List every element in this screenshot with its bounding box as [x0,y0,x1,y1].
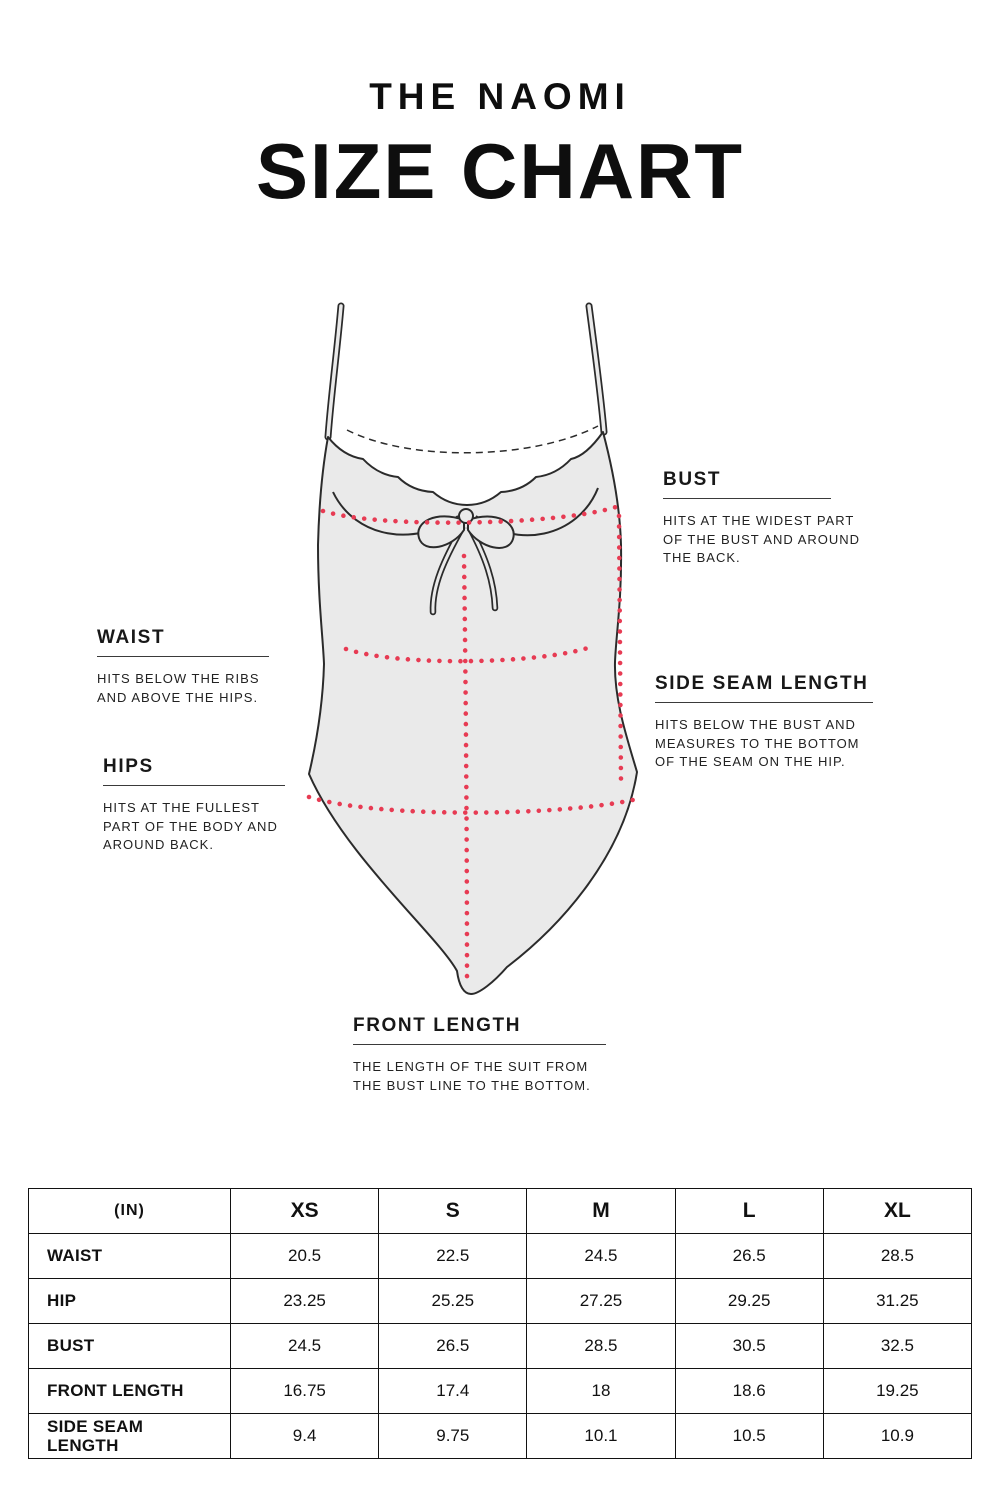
measurement-value-cell: 10.1 [526,1413,676,1459]
measurement-value-cell: 24.5 [229,1323,380,1369]
measurement-value-cell: 23.25 [229,1278,380,1324]
size-header-cell: L [674,1188,824,1234]
measurement-label-cell: HIP [28,1278,231,1324]
measurement-value-cell: 16.75 [229,1368,380,1414]
suit-body [308,431,638,995]
annotation-hips-rule [103,785,285,786]
measurement-value-cell: 10.5 [674,1413,824,1459]
measurement-value-cell: 10.9 [822,1413,973,1459]
annotation-hips: HIPS HITS AT THE FULLEST PART OF THE BOD… [103,756,285,855]
annotation-bust-title: BUST [663,469,722,490]
measurement-value-cell: 18 [526,1368,676,1414]
measurement-value-cell: 19.25 [822,1368,973,1414]
measurement-value-cell: 9.75 [378,1413,528,1459]
measurement-value-cell: 20.5 [229,1233,380,1279]
annotation-bust: BUST HITS AT THE WIDEST PART OF THE BUST… [663,469,861,568]
measurement-value-cell: 28.5 [526,1323,676,1369]
annotation-side-seam-rule [655,702,873,703]
left-strap-inner [326,304,343,439]
annotation-front-length-desc: THE LENGTH OF THE SUIT FROM THE BUST LIN… [353,1059,591,1093]
annotation-hips-title: HIPS [103,756,154,777]
measurement-value-cell: 26.5 [674,1233,824,1279]
annotation-bust-desc: HITS AT THE WIDEST PART OF THE BUST AND … [663,513,861,565]
annotation-side-seam: SIDE SEAM LENGTH HITS BELOW THE BUST AND… [655,673,873,772]
measurement-value-cell: 30.5 [674,1323,824,1369]
product-name: THE NAOMI [369,76,631,117]
measurement-value-cell: 22.5 [378,1233,528,1279]
size-header-cell: M [526,1188,676,1234]
side-seam-measure-line [616,513,624,785]
measurement-value-cell: 26.5 [378,1323,528,1369]
annotation-front-length: FRONT LENGTH THE LENGTH OF THE SUIT FROM… [353,1015,606,1095]
size-header-cell: XS [229,1188,380,1234]
annotation-front-length-title: FRONT LENGTH [353,1015,522,1036]
measurement-value-cell: 27.25 [526,1278,676,1324]
measurement-label-cell: SIDE SEAM LENGTH [28,1413,231,1459]
unit-header-cell: (IN) [28,1188,231,1234]
measurement-label-cell: WAIST [28,1233,231,1279]
bust-measure-line [320,504,619,525]
measurement-label-cell: BUST [28,1323,231,1369]
bow-knot [458,508,474,524]
measurement-value-cell: 31.25 [822,1278,973,1324]
bow-loop-left [417,515,465,549]
measurement-value-cell: 32.5 [822,1323,973,1369]
annotation-bust-rule [663,498,831,499]
measurement-value-cell: 18.6 [674,1368,824,1414]
annotation-waist-rule [97,656,269,657]
measurement-value-cell: 17.4 [378,1368,528,1414]
annotation-waist-desc: HITS BELOW THE RIBS AND ABOVE THE HIPS. [97,671,260,705]
size-header-cell: XL [822,1188,973,1234]
size-header-cell: S [378,1188,528,1234]
back-neckline-dashed [346,425,599,454]
annotation-waist-title: WAIST [97,627,166,648]
measurement-value-cell: 24.5 [526,1233,676,1279]
annotation-side-seam-title: SIDE SEAM LENGTH [655,673,869,694]
right-strap-inner [587,304,606,434]
page-title: SIZE CHART [256,127,744,215]
annotation-front-length-rule [353,1044,606,1045]
waist-measure-line [343,644,594,664]
measurement-value-cell: 9.4 [229,1413,380,1459]
annotation-waist: WAIST HITS BELOW THE RIBS AND ABOVE THE … [97,627,269,707]
measurement-value-cell: 25.25 [378,1278,528,1324]
annotation-side-seam-desc: HITS BELOW THE BUST AND MEASURES TO THE … [655,717,860,769]
annotation-hips-desc: HITS AT THE FULLEST PART OF THE BODY AND… [103,800,278,852]
measurement-value-cell: 28.5 [822,1233,973,1279]
measurement-label-cell: FRONT LENGTH [28,1368,231,1414]
hips-measure-line [306,794,640,815]
measurement-value-cell: 29.25 [674,1278,824,1324]
